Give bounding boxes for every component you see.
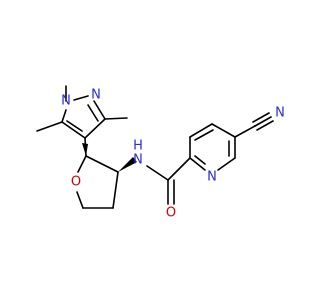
bond-c3-methyl [104, 117, 128, 120]
atom-label-n-imine: N [91, 88, 101, 103]
bond-o1-c5 [76, 191, 84, 209]
atom-label-n-pyridine: N [207, 170, 217, 185]
bond-py-n-c2 [189, 157, 206, 171]
bond-py-c6-n [217, 157, 236, 171]
bond-c4-c3 [112, 171, 119, 209]
stereo-wedge-c2 [82, 143, 88, 156]
bond-cn-triple-2 [252, 112, 270, 123]
bond-n1-n2 [73, 95, 89, 101]
bond-c4-c5 [61, 121, 86, 139]
bond-c3-c2 [85, 155, 119, 173]
bond-c4-c5-double [66, 120, 83, 132]
atom-label-n-amide: N [133, 153, 143, 168]
atom-label-n-methyl: N [61, 94, 71, 109]
bond-c5-cn [234, 125, 256, 138]
molecule-structure: N N O N H O N N [36, 85, 285, 221]
atom-label-h-amide: H [133, 139, 143, 154]
bond-nh-carbonyl [146, 165, 169, 181]
bond-c5-n1 [61, 109, 67, 123]
bond-c3-c4 [84, 118, 106, 139]
atom-label-n-nitrile: N [275, 106, 285, 121]
bond-cn-triple-3 [256, 120, 274, 131]
bond-n2-c3 [93, 100, 106, 120]
atom-label-o-oxolane: O [71, 175, 81, 190]
bond-n2-c3-double [87, 104, 99, 122]
bond-py-c4-c5 [211, 123, 236, 138]
bond-py-c3-c4 [189, 123, 213, 138]
atom-label-o-carbonyl: O [166, 206, 176, 221]
bond-c5-methyl [36, 121, 63, 132]
bond-py-c3-c4-double [194, 129, 214, 141]
bond-c2-o1 [77, 155, 87, 173]
bond-cn-triple-1 [254, 116, 272, 127]
bond-py-n-c2-double [194, 155, 206, 165]
bond-carbonyl-pyridine [167, 157, 191, 181]
stereo-wedge-c3-nh [118, 157, 137, 172]
